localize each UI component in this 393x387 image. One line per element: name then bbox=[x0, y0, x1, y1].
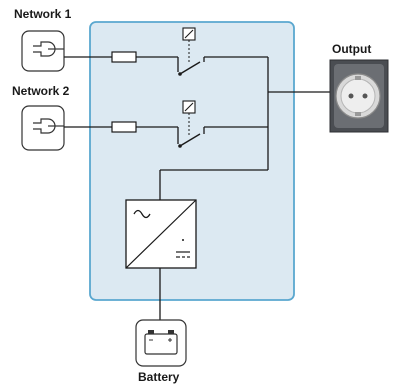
network-1-label: Network 1 bbox=[14, 7, 72, 21]
battery-label: Battery bbox=[138, 370, 180, 384]
output-label: Output bbox=[332, 42, 372, 56]
relay-1-icon bbox=[178, 27, 205, 76]
output-socket-icon bbox=[329, 59, 389, 133]
relay-2-icon bbox=[178, 100, 205, 148]
ac-dc-converter-icon bbox=[125, 199, 197, 269]
fuse-1-icon bbox=[111, 51, 137, 63]
battery-icon bbox=[135, 319, 187, 367]
network-2-label: Network 2 bbox=[12, 84, 70, 98]
network-1-plug-icon bbox=[21, 30, 65, 72]
fuse-2-icon bbox=[111, 121, 137, 133]
network-2-plug-icon bbox=[21, 105, 65, 151]
